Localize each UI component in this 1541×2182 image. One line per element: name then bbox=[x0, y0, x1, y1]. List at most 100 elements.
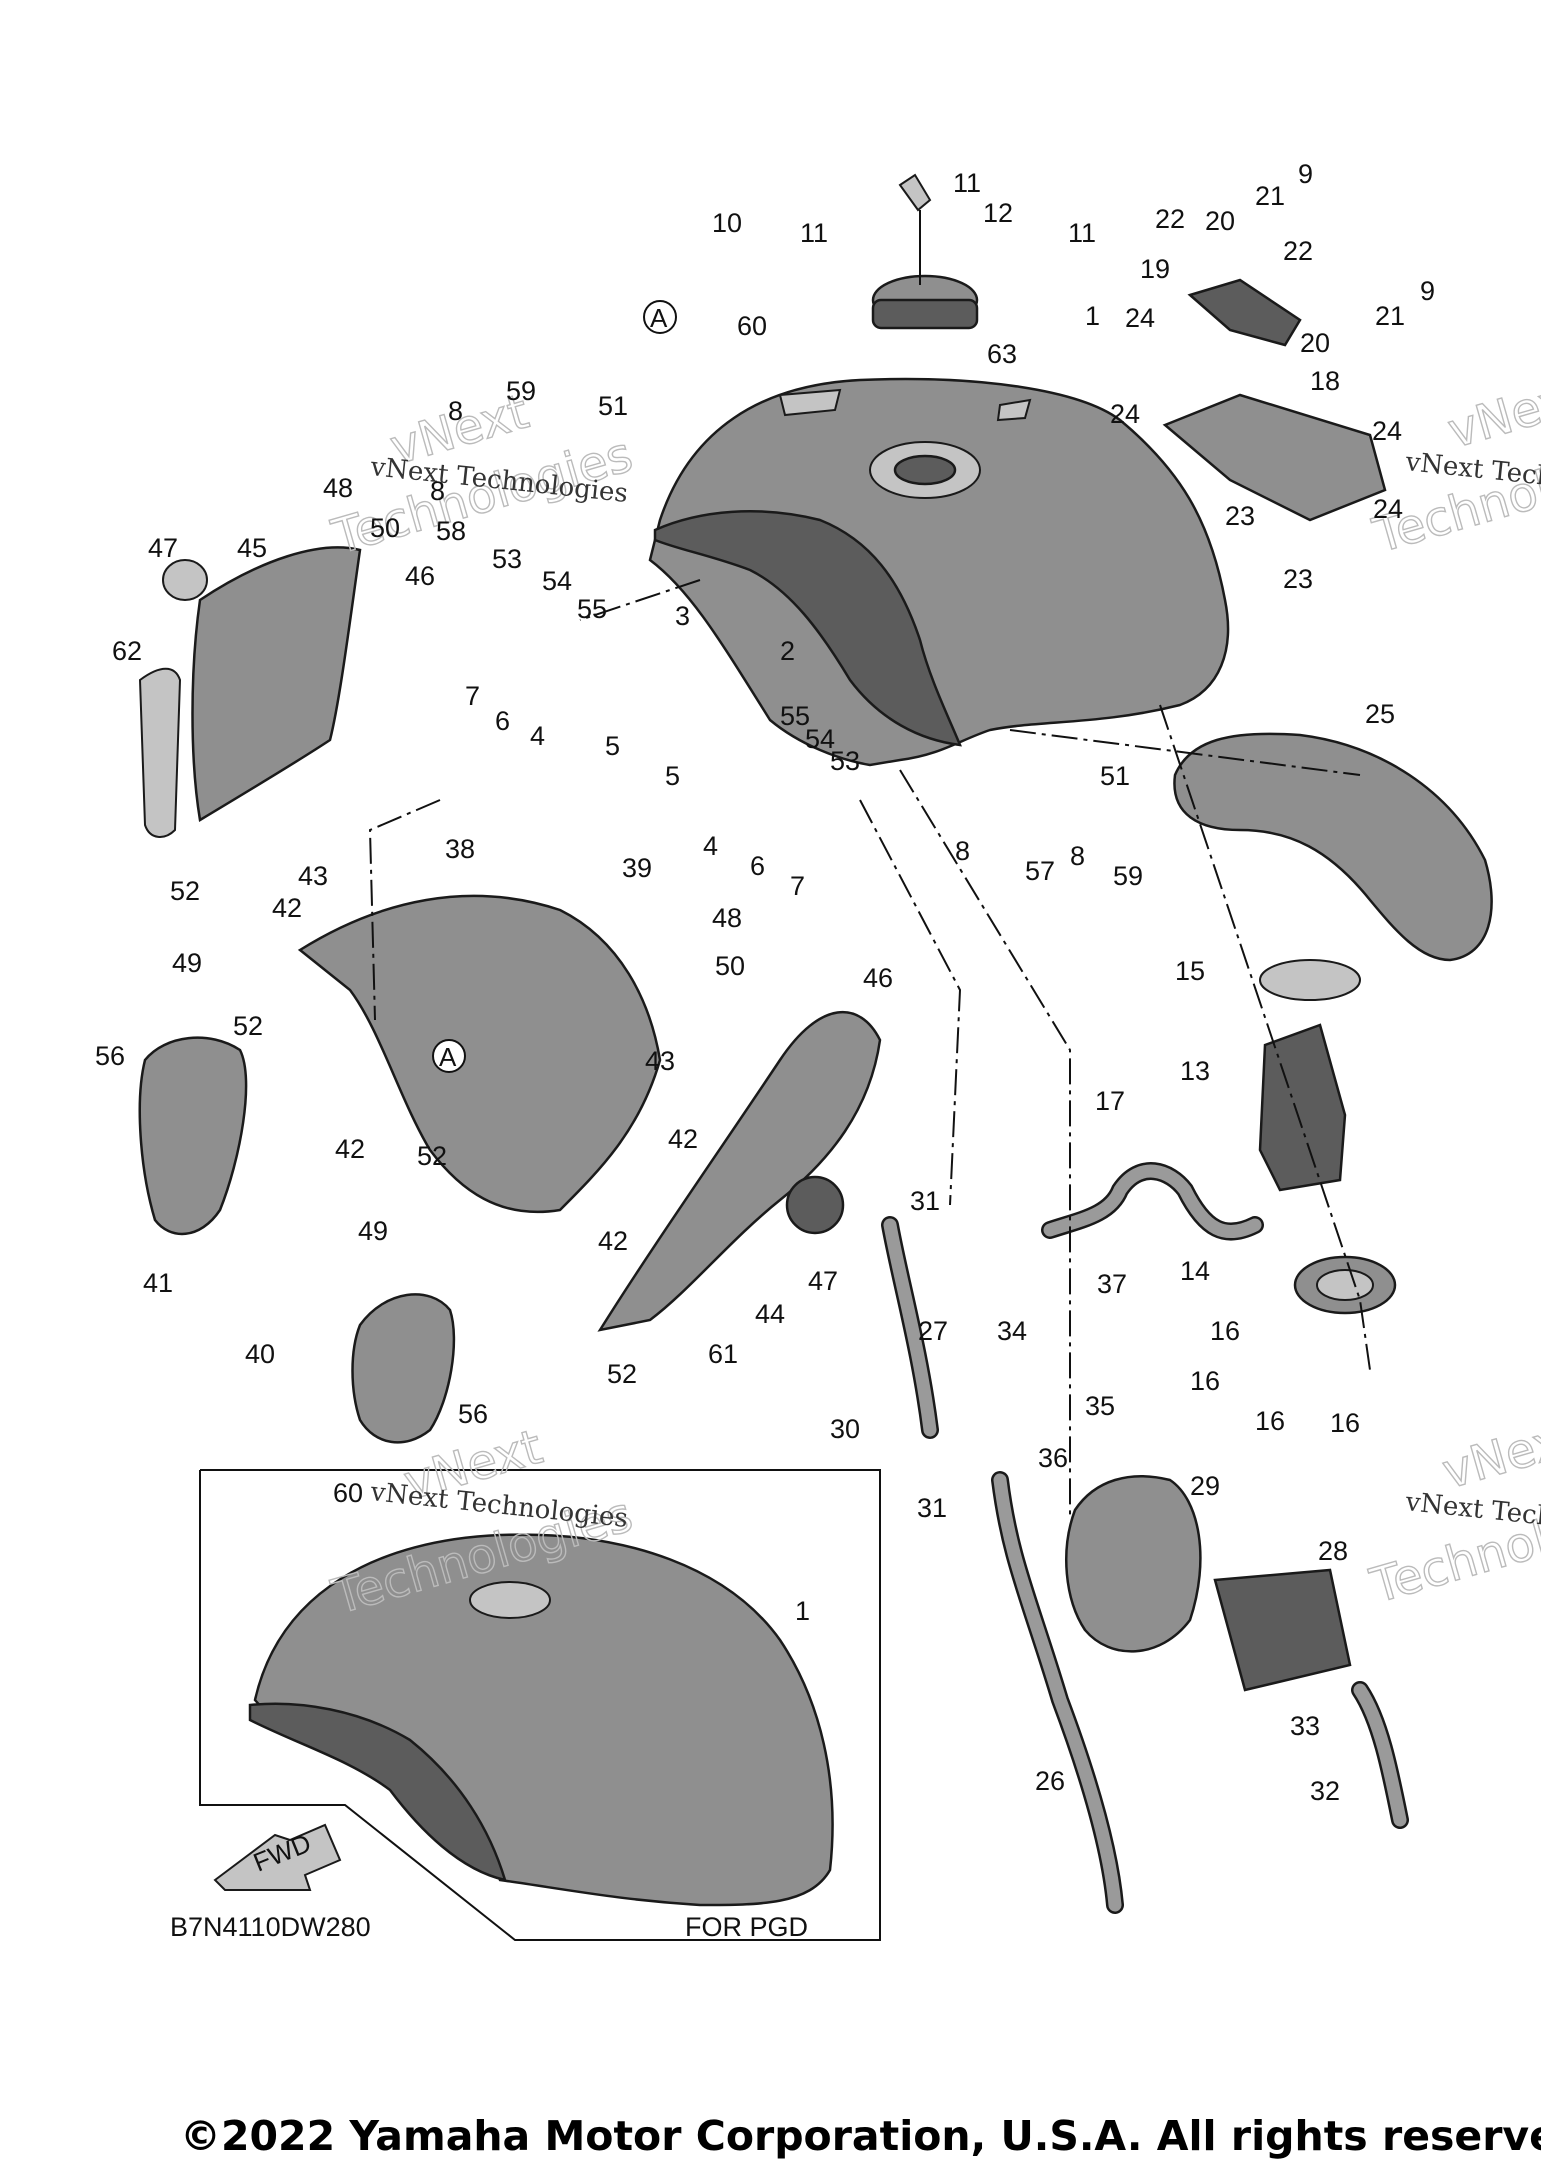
part-callout-16-2: 16 bbox=[1190, 1366, 1220, 1396]
part-callout-5: 5 bbox=[605, 731, 620, 761]
part-callout-19: 19 bbox=[1140, 254, 1170, 284]
part-callout-4-2: 4 bbox=[703, 831, 718, 861]
copyright-notice: ©2022 Yamaha Motor Corporation, U.S.A. A… bbox=[180, 2112, 1541, 2160]
part-callout-11-3: 11 bbox=[1068, 218, 1096, 248]
fuel-pump-unit bbox=[1258, 959, 1397, 1315]
part-callout-17: 17 bbox=[1095, 1086, 1125, 1116]
part-callout-57: 57 bbox=[1025, 856, 1055, 886]
right-side-cover bbox=[597, 1010, 882, 1332]
part-callout-31: 31 bbox=[910, 1186, 940, 1216]
part-callout-8: 8 bbox=[448, 396, 463, 426]
fuel-tank bbox=[648, 377, 1230, 767]
part-callout-56-2: 56 bbox=[458, 1399, 488, 1429]
part-callout-55-2: 55 bbox=[780, 701, 810, 731]
part-callout-52-3: 52 bbox=[417, 1141, 447, 1171]
part-callout-30: 30 bbox=[830, 1414, 860, 1444]
part-callout-5-2: 5 bbox=[665, 761, 680, 791]
part-callout-42-4: 42 bbox=[598, 1226, 628, 1256]
part-callout-52: 52 bbox=[170, 876, 200, 906]
part-callout-24: 24 bbox=[1125, 303, 1155, 333]
cap-47 bbox=[785, 1175, 845, 1235]
part-callout-55: 55 bbox=[577, 594, 607, 624]
reference-marker-top: A bbox=[643, 300, 677, 334]
part-callout-16-3: 16 bbox=[1255, 1406, 1285, 1436]
part-callout-43-2: 43 bbox=[645, 1046, 675, 1076]
part-callout-41: 41 bbox=[143, 1268, 173, 1298]
part-callout-39: 39 bbox=[622, 853, 652, 883]
part-callout-59: 59 bbox=[506, 376, 536, 406]
part-callout-58: 58 bbox=[436, 516, 466, 546]
part-callout-46: 46 bbox=[405, 561, 435, 591]
part-callout-14: 14 bbox=[1180, 1256, 1210, 1286]
part-callout-46-2: 46 bbox=[863, 963, 893, 993]
canister-assembly bbox=[1065, 1475, 1352, 1692]
part-callout-49: 49 bbox=[172, 948, 202, 978]
part-callout-24-4: 24 bbox=[1373, 494, 1403, 524]
part-callout-53-2: 53 bbox=[830, 746, 860, 776]
part-callout-36: 36 bbox=[1038, 1443, 1068, 1473]
inset-label: FOR PGD bbox=[685, 1912, 808, 1942]
assembly-lines bbox=[368, 579, 1371, 1520]
part-callout-1: 1 bbox=[1085, 301, 1100, 331]
fuel-cap-assembly bbox=[871, 173, 979, 330]
part-callout-38: 38 bbox=[445, 834, 475, 864]
part-callout-23: 23 bbox=[1225, 501, 1255, 531]
part-callout-16-4: 16 bbox=[1330, 1408, 1360, 1438]
part-callout-34: 34 bbox=[997, 1316, 1027, 1346]
part-callout-47: 47 bbox=[148, 533, 178, 563]
right-knee-pad bbox=[351, 1293, 456, 1444]
part-callout-16: 16 bbox=[1210, 1316, 1240, 1346]
part-callout-56: 56 bbox=[95, 1041, 125, 1071]
part-callout-26: 26 bbox=[1035, 1766, 1065, 1796]
part-callout-52-2: 52 bbox=[233, 1011, 263, 1041]
part-callout-8-2: 8 bbox=[430, 476, 445, 506]
part-callout-27: 27 bbox=[918, 1316, 948, 1346]
svg-text:vNext: vNext bbox=[1436, 1408, 1541, 1500]
part-callout-42: 42 bbox=[272, 893, 302, 923]
left-tank-cover bbox=[138, 546, 362, 838]
side-cover bbox=[1173, 732, 1493, 962]
part-callout-44: 44 bbox=[755, 1299, 785, 1329]
part-callout-21: 21 bbox=[1255, 181, 1285, 211]
part-callout-15: 15 bbox=[1175, 956, 1205, 986]
part-callout-9-2: 9 bbox=[1420, 276, 1435, 306]
part-callout-52-4: 52 bbox=[607, 1359, 637, 1389]
part-callout-22: 22 bbox=[1155, 204, 1185, 234]
part-callout-2: 2 bbox=[780, 636, 795, 666]
diagram-code: B7N4110DW280 bbox=[170, 1912, 371, 1942]
part-callout-54: 54 bbox=[542, 566, 572, 596]
part-callout-10: 10 bbox=[712, 208, 742, 238]
part-callout-3: 3 bbox=[675, 601, 690, 631]
reference-marker-top-text: A bbox=[650, 303, 668, 333]
mount-bracket bbox=[1162, 278, 1387, 522]
part-callout-33: 33 bbox=[1290, 1711, 1320, 1741]
part-callout-37: 37 bbox=[1097, 1269, 1127, 1299]
reference-marker-bottom: A bbox=[432, 1039, 466, 1073]
part-callout-25: 25 bbox=[1365, 699, 1395, 729]
part-callout-9: 9 bbox=[1298, 159, 1313, 189]
part-callout-45: 45 bbox=[237, 533, 267, 563]
part-callout-18: 18 bbox=[1310, 366, 1340, 396]
part-callout-60-2: 60 bbox=[333, 1478, 363, 1508]
part-callout-62: 62 bbox=[112, 636, 142, 666]
part-callout-7: 7 bbox=[465, 681, 480, 711]
part-callout-13: 13 bbox=[1180, 1056, 1210, 1086]
part-callout-22-2: 22 bbox=[1283, 236, 1313, 266]
part-callout-42-3: 42 bbox=[668, 1124, 698, 1154]
part-callout-63: 63 bbox=[987, 339, 1017, 369]
part-callout-59-2: 59 bbox=[1113, 861, 1143, 891]
part-callout-48: 48 bbox=[323, 473, 353, 503]
reference-marker-bottom-text: A bbox=[439, 1042, 457, 1072]
part-callout-49-2: 49 bbox=[358, 1216, 388, 1246]
part-callout-60: 60 bbox=[737, 311, 767, 341]
part-callout-43: 43 bbox=[298, 861, 328, 891]
part-callout-31-2: 31 bbox=[917, 1493, 947, 1523]
part-callout-50: 50 bbox=[370, 513, 400, 543]
part-callout-53: 53 bbox=[492, 544, 522, 574]
part-callout-1-2: 1 bbox=[795, 1596, 810, 1626]
fwd-arrow-icon: FWD bbox=[213, 1823, 342, 1891]
part-callout-8-3: 8 bbox=[955, 836, 970, 866]
